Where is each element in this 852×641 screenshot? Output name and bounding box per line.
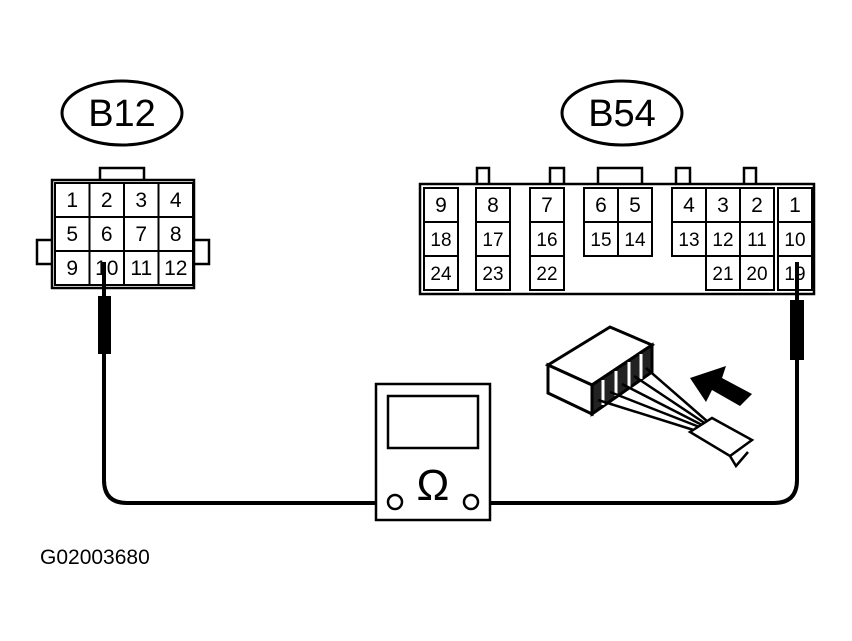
b54-label: B54: [560, 79, 684, 147]
pin-cell: 13: [671, 221, 707, 257]
pin-cell: 3: [705, 187, 741, 223]
right-probe: [790, 300, 804, 360]
ohm-symbol: Ω: [417, 461, 450, 510]
pin-number: 9: [435, 194, 447, 217]
test-leads: [98, 262, 804, 505]
pin-number: 4: [170, 189, 182, 212]
pin-number: 13: [678, 230, 699, 251]
pin-number: 7: [135, 223, 147, 246]
pin-cell: 12: [705, 221, 741, 257]
pin-number: 14: [624, 230, 646, 251]
pin-cell: 5: [54, 216, 91, 252]
pin-cell: 4: [157, 182, 194, 218]
pin-cell: 2: [88, 182, 125, 218]
pin-number: 17: [482, 230, 503, 251]
pin-number: 6: [101, 223, 113, 246]
pin-number: 18: [430, 230, 451, 251]
ohmmeter-icon: Ω: [374, 382, 492, 522]
pin-number: 24: [430, 264, 452, 285]
pin-number: 12: [164, 257, 187, 280]
pin-cell: 8: [475, 187, 511, 223]
pin-number: 16: [536, 230, 557, 251]
pin-cell: 16: [529, 221, 565, 257]
pin-cell: 17: [475, 221, 511, 257]
pin-number: 15: [590, 230, 611, 251]
pin-cell: 9: [54, 250, 91, 286]
pin-cell: 8: [157, 216, 194, 252]
meter-terminal-left: [386, 493, 404, 511]
pin-cell: 14: [617, 221, 653, 257]
pin-cell: 21: [705, 255, 741, 291]
pin-number: 7: [541, 194, 553, 217]
pin-cell: 22: [529, 255, 565, 291]
pin-number: 21: [712, 264, 733, 285]
pin-number: 9: [66, 257, 78, 280]
pin-cell: 2: [739, 187, 775, 223]
pin-number: 5: [66, 223, 78, 246]
pin-number: 8: [170, 223, 182, 246]
pin-cell: 4: [671, 187, 707, 223]
pin-cell: 10: [777, 221, 813, 257]
left-probe: [98, 296, 111, 354]
pin-cell: 7: [529, 187, 565, 223]
pin-cell: 24: [423, 255, 459, 291]
b12-label-text: B12: [88, 93, 156, 135]
pin-cell: 10: [88, 250, 125, 286]
pin-number: 2: [751, 194, 763, 217]
pin-number: 23: [482, 264, 503, 285]
meter-terminal-right: [462, 493, 480, 511]
pin-number: 5: [629, 194, 641, 217]
pin-cell: 5: [617, 187, 653, 223]
pin-number: 22: [536, 264, 557, 285]
pin-cell: 6: [88, 216, 125, 252]
pin-cell: 1: [54, 182, 91, 218]
pin-number: 4: [683, 194, 695, 217]
pin-number: 6: [595, 194, 607, 217]
b12-label: B12: [60, 79, 184, 147]
pin-number: 11: [747, 230, 767, 251]
pin-number: 3: [135, 189, 147, 212]
pin-number: 3: [717, 194, 729, 217]
pin-number: 10: [784, 230, 805, 251]
pin-number: 8: [487, 194, 499, 217]
meter-display: [386, 394, 480, 450]
connector-insert-illustration: [544, 325, 755, 469]
pin-number: 1: [789, 194, 801, 217]
pin-number: 12: [712, 230, 733, 251]
pin-cell: 15: [583, 221, 619, 257]
pin-number: 1: [66, 189, 78, 212]
pin-cell: 11: [739, 221, 775, 257]
pin-cell: 3: [123, 182, 160, 218]
pin-cell: 12: [157, 250, 194, 286]
pin-cell: 20: [739, 255, 775, 291]
pin-cell: 6: [583, 187, 619, 223]
pin-number: 2: [101, 189, 113, 212]
pin-cell: 1: [777, 187, 813, 223]
pin-cell: 23: [475, 255, 511, 291]
pin-number: 10: [95, 257, 118, 280]
pin-number: 11: [130, 257, 152, 280]
insert-direction-arrow-icon: [690, 366, 752, 406]
figure-code: G02003680: [40, 546, 150, 569]
b54-label-text: B54: [588, 93, 656, 135]
pin-number: 20: [746, 264, 767, 285]
pin-cell: 18: [423, 221, 459, 257]
pin-cell: 11: [123, 250, 160, 286]
pin-cell: 9: [423, 187, 459, 223]
pin-cell: 7: [123, 216, 160, 252]
